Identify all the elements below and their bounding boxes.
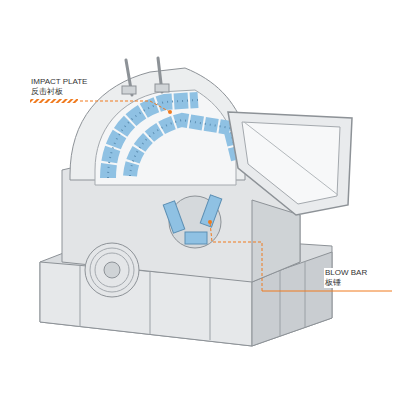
impact-plate bbox=[130, 120, 238, 176]
hood-interior bbox=[95, 90, 236, 185]
callout-label: BLOW BAR bbox=[324, 268, 368, 278]
leader-line bbox=[80, 101, 170, 112]
rod-caps bbox=[122, 84, 169, 94]
callout-label: IMPACT PLATE bbox=[30, 77, 88, 87]
blow-bars bbox=[163, 195, 222, 244]
hopper-opening bbox=[242, 122, 340, 204]
feed-hopper bbox=[228, 112, 352, 215]
callout-underline bbox=[30, 99, 78, 103]
leader-dot bbox=[168, 110, 172, 114]
plate-bolts bbox=[108, 100, 198, 178]
pulley bbox=[85, 243, 139, 297]
leader-line bbox=[210, 222, 262, 291]
callout-underline bbox=[262, 291, 392, 292]
plate-bolts bbox=[130, 120, 238, 176]
callout-label: 反击衬板 bbox=[30, 87, 64, 97]
hopper-curtain bbox=[244, 122, 338, 195]
leader-dot bbox=[208, 220, 212, 224]
callout-label: 板锤 bbox=[324, 278, 342, 288]
